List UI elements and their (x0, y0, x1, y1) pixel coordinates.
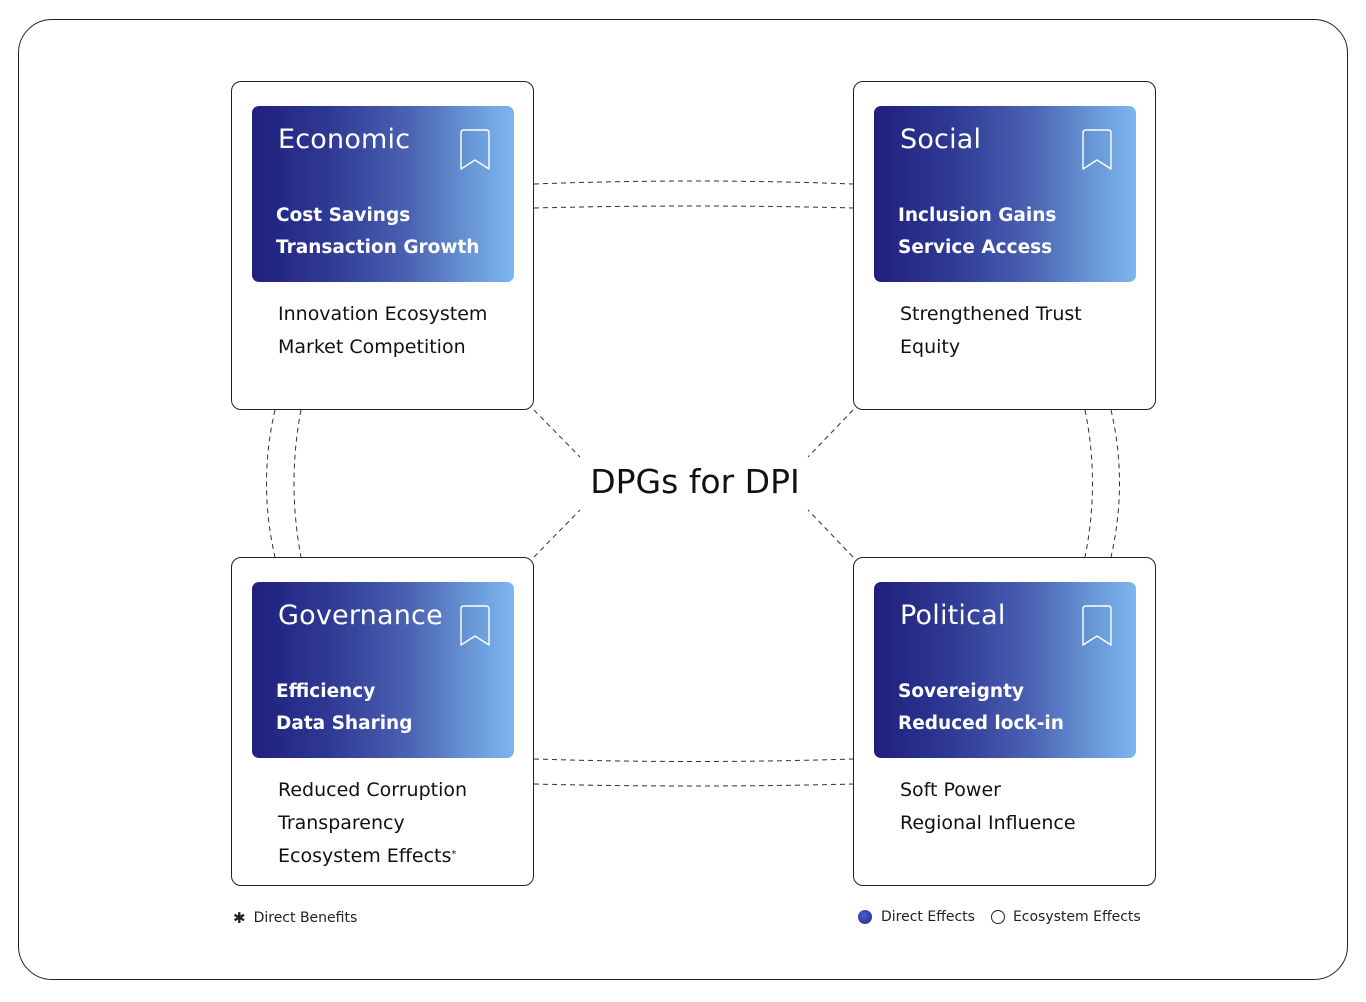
legend-label-direct: Direct Effects (881, 909, 975, 925)
direct-effects-panel: Governance Efficiency Data Sharing (252, 582, 514, 758)
direct-effects-list: Inclusion Gains Service Access (898, 200, 1056, 264)
connector-governance-center (533, 509, 581, 558)
legend-label-ecosystem: Ecosystem Effects (1012, 909, 1141, 925)
connector-economic-center (533, 409, 581, 458)
ecosystem-effect-item: Transparency (278, 812, 405, 834)
center-title: DPGs for DPI (560, 462, 830, 501)
direct-effect-item: Transaction Growth (276, 237, 480, 258)
ecosystem-effect-item: Strengthened Trust (900, 303, 1082, 325)
card-political: Political Sovereignty Reduced lock-in So… (853, 557, 1156, 886)
ecosystem-effects-list: Strengthened Trust Equity (900, 298, 1082, 364)
connector-governance-political-outer (533, 783, 854, 787)
bookmark-icon[interactable] (458, 128, 492, 172)
ecosystem-effect-item: Equity (900, 336, 961, 358)
connector-economic-social-outer (533, 180, 854, 185)
direct-effects-list: Cost Savings Transaction Growth (276, 200, 479, 264)
footnote-legend: ✱ Direct Benefits (233, 909, 357, 927)
connector-social-political-inner (1084, 409, 1093, 558)
direct-effects-list: Efficiency Data Sharing (276, 676, 412, 740)
ecosystem-effect-item: Soft Power (900, 779, 1001, 801)
hollow-circle-icon (990, 910, 1005, 924)
connector-economic-governance-outer (266, 409, 276, 558)
card-title: Political (900, 600, 1006, 631)
card-title: Governance (278, 600, 443, 631)
direct-effects-panel: Political Sovereignty Reduced lock-in (874, 582, 1136, 758)
direct-effects-list: Sovereignty Reduced lock-in (898, 676, 1064, 740)
ecosystem-effect-item-with-footnote: Ecosystem Effects* (278, 840, 467, 873)
direct-effects-panel: Social Inclusion Gains Service Access (874, 106, 1136, 282)
connector-economic-governance-inner (293, 409, 302, 558)
effects-legend: Direct Effects Ecosystem Effects (858, 909, 1141, 925)
card-social: Social Inclusion Gains Service Access St… (853, 81, 1156, 410)
card-title: Social (900, 124, 982, 155)
bookmark-icon[interactable] (1080, 604, 1114, 648)
bookmark-icon[interactable] (1080, 128, 1114, 172)
card-governance: Governance Efficiency Data Sharing Reduc… (231, 557, 534, 886)
direct-effect-item: Reduced lock-in (898, 713, 1064, 734)
direct-effect-item: Data Sharing (276, 713, 413, 734)
direct-effect-item: Service Access (898, 237, 1053, 258)
ecosystem-effect-item: Market Competition (278, 336, 466, 358)
connector-economic-social-inner (533, 205, 854, 209)
direct-effect-item: Inclusion Gains (898, 205, 1057, 226)
connector-social-political-outer (1110, 409, 1120, 558)
ecosystem-effect-item: Reduced Corruption (278, 779, 468, 801)
asterisk-icon: ✱ (233, 909, 246, 927)
footnote-marker: * (451, 849, 457, 860)
direct-effects-panel: Economic Cost Savings Transaction Growth (252, 106, 514, 282)
ecosystem-effects-list: Innovation Ecosystem Market Competition (278, 298, 487, 364)
direct-effect-item: Sovereignty (898, 681, 1024, 702)
filled-circle-icon (858, 910, 872, 924)
connector-political-center (807, 509, 854, 558)
card-economic: Economic Cost Savings Transaction Growth… (231, 81, 534, 410)
ecosystem-effects-list: Reduced Corruption Transparency Ecosyste… (278, 774, 467, 873)
connector-governance-political-inner (533, 758, 854, 762)
card-title: Economic (278, 124, 411, 155)
connector-social-center (807, 409, 854, 458)
bookmark-icon[interactable] (458, 604, 492, 648)
ecosystem-effects-list: Soft Power Regional Influence (900, 774, 1076, 840)
direct-effect-item: Cost Savings (276, 205, 411, 226)
ecosystem-effect-item: Regional Influence (900, 812, 1076, 834)
direct-effect-item: Efficiency (276, 681, 376, 702)
ecosystem-effect-text: Ecosystem Effects (278, 845, 452, 867)
footnote-label: Direct Benefits (253, 910, 358, 926)
ecosystem-effect-item: Innovation Ecosystem (278, 303, 488, 325)
